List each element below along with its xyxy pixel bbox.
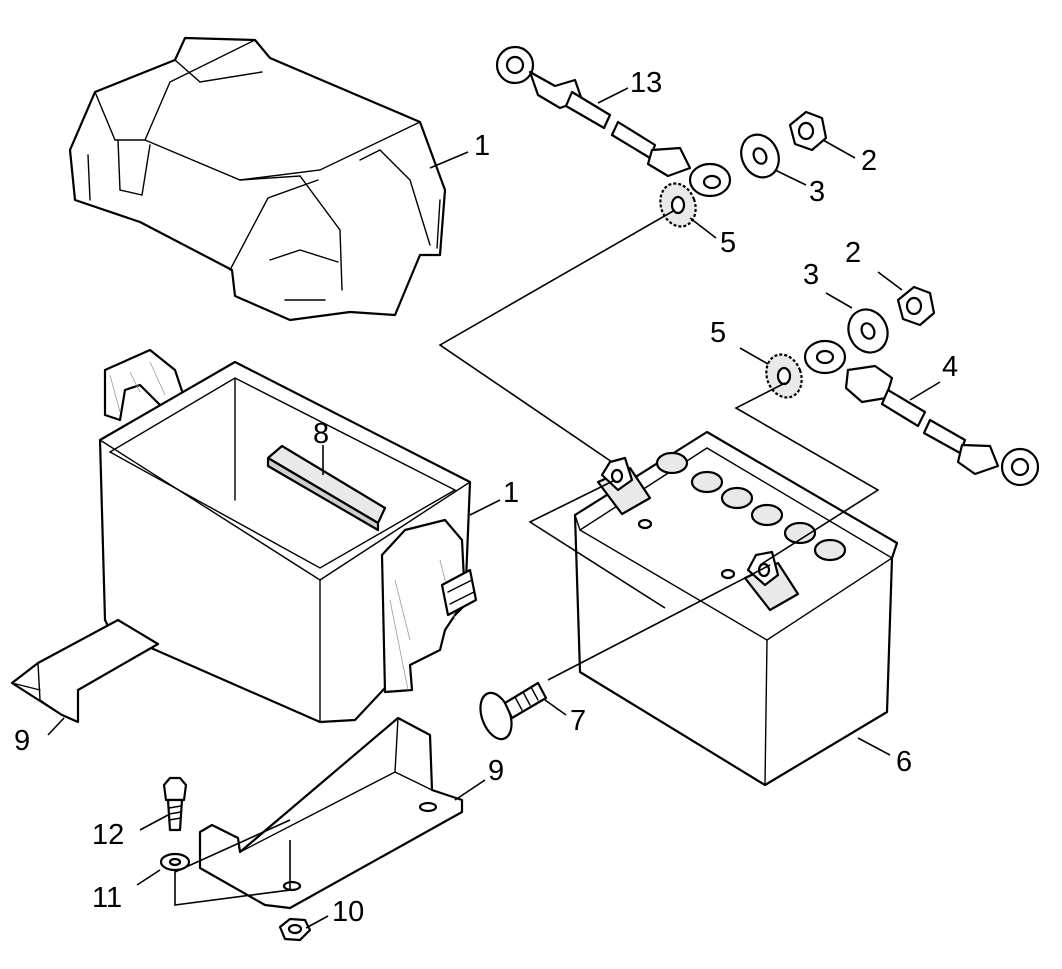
flat-washer-lower — [847, 308, 889, 354]
battery-cover — [68, 36, 447, 322]
callout-10: 10 — [332, 896, 364, 928]
flat-washer-upper — [740, 133, 780, 179]
mounting-bracket-left — [10, 618, 160, 724]
callout-12: 12 — [92, 819, 124, 851]
callout-leaders — [47, 87, 941, 929]
callout-2-upper: 2 — [861, 145, 877, 177]
callout-1-box: 1 — [503, 477, 519, 509]
callout-13: 13 — [630, 67, 662, 99]
lock-washer-lower — [765, 353, 803, 399]
cell-caps — [655, 451, 847, 562]
bolt — [162, 776, 188, 832]
callout-4: 4 — [942, 351, 958, 383]
callout-9-left: 9 — [14, 725, 30, 757]
callout-11: 11 — [92, 882, 122, 914]
callout-labels: 1 2 3 5 13 2 3 5 4 8 1 9 9 7 6 12 11 10 — [14, 67, 958, 928]
washer — [159, 852, 191, 872]
callout-5-lower: 5 — [710, 317, 726, 349]
callout-2-lower: 2 — [845, 237, 861, 269]
battery — [573, 430, 899, 787]
assembly-lines — [174, 209, 880, 906]
nut — [278, 917, 312, 942]
callout-5-upper: 5 — [720, 227, 736, 259]
callout-9-right: 9 — [488, 755, 504, 787]
callout-3-upper: 3 — [809, 176, 825, 208]
callout-8: 8 — [313, 418, 329, 450]
carriage-bolt — [479, 681, 548, 741]
callout-6: 6 — [896, 746, 912, 778]
battery-box — [98, 348, 478, 724]
lock-washer-upper — [659, 182, 697, 228]
hex-nut-lower — [896, 285, 936, 327]
callout-3-lower: 3 — [803, 259, 819, 291]
mounting-bracket-right — [198, 716, 464, 910]
battery-cable-positive — [495, 45, 732, 198]
callout-7: 7 — [570, 705, 586, 737]
callout-1-cover: 1 — [474, 130, 490, 162]
hex-nut-upper — [788, 110, 828, 152]
battery-cable-negative — [803, 339, 1040, 487]
